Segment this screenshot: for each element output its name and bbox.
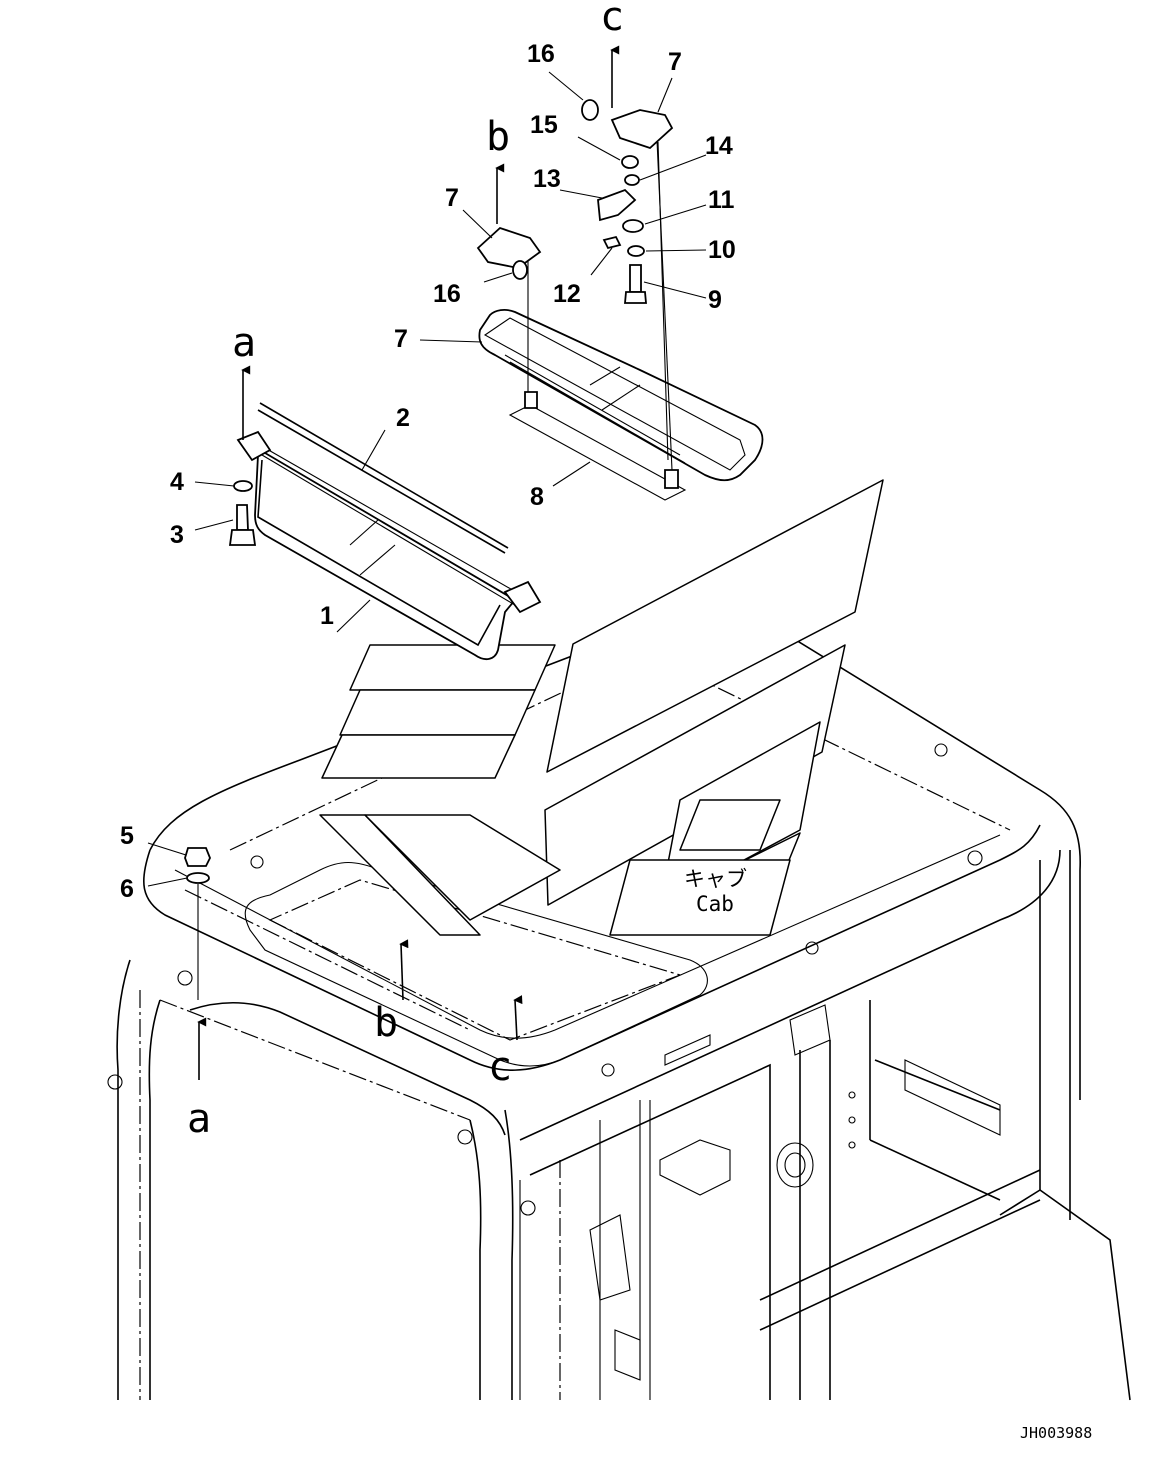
ref-c-top: c (600, 0, 624, 40)
label-part-16-left: 16 (433, 280, 461, 308)
label-part-12: 12 (553, 280, 581, 308)
ref-c-bottom: c (488, 1044, 512, 1090)
ref-a-top: a (232, 320, 256, 366)
leader-lines (147, 71, 707, 887)
label-part-7-left: 7 (445, 184, 459, 212)
ref-b-top: b (486, 114, 510, 160)
arrow-b-bottom (399, 939, 409, 1001)
label-part-1: 1 (320, 602, 334, 630)
arrow-c-bottom (513, 995, 523, 1041)
reference-arrows (197, 45, 620, 1080)
label-part-7-top: 7 (668, 48, 682, 76)
drawing-code: JH003988 (1020, 1424, 1092, 1442)
label-part-16-top: 16 (527, 40, 555, 68)
label-part-13: 13 (533, 165, 561, 193)
label-part-3: 3 (170, 521, 184, 549)
label-part-6: 6 (120, 875, 134, 903)
part-number-labels: 1 2 3 4 5 6 7 7 7 8 9 10 11 12 13 14 15 … (120, 40, 736, 903)
label-part-7-middle: 7 (394, 325, 408, 353)
label-part-8: 8 (530, 483, 544, 511)
roof-window-assembly (478, 139, 764, 501)
label-part-14: 14 (705, 132, 733, 160)
watermark-logo (319, 479, 884, 936)
reference-letters: a b c a b c (187, 0, 624, 1142)
latch-hardware (476, 99, 674, 304)
nut-washer (184, 847, 211, 1000)
cab-label-english: Cab (696, 892, 734, 916)
ref-a-bottom: a (187, 1096, 211, 1142)
ref-b-bottom: b (374, 1000, 398, 1046)
cab-label: キャブ Cab (684, 867, 747, 916)
cab-label-japanese: キャブ (684, 867, 747, 891)
label-part-15: 15 (530, 111, 558, 139)
label-part-10: 10 (708, 236, 736, 264)
label-part-2: 2 (396, 404, 410, 432)
sliding-window-assembly (228, 402, 542, 661)
label-part-11: 11 (708, 186, 735, 214)
label-part-5: 5 (120, 822, 134, 850)
label-part-4: 4 (170, 468, 184, 496)
label-part-9: 9 (708, 286, 722, 314)
